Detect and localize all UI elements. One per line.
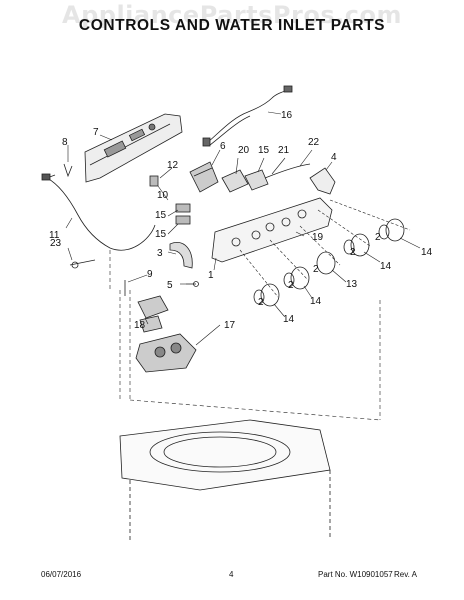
callout-22: 22 [308,137,320,148]
wire-harness [202,85,293,147]
callout-20: 20 [238,145,250,156]
callout-1: 1 [208,270,214,281]
footer-date: 06/07/2016 [41,570,82,579]
callout-23: 23 [50,238,62,249]
callout-16: 16 [281,110,293,121]
callout-4: 4 [331,152,337,163]
callout-14c: 14 [310,296,322,307]
callout-7: 7 [93,127,99,138]
console-back-panel [84,113,183,183]
console-front-panel [211,197,333,263]
cabinet-outline [109,250,381,421]
page-title: CONTROLS AND WATER INLET PARTS [78,17,386,34]
knobs [253,218,405,307]
control-board [189,161,219,193]
water-inlet-valves [221,163,311,193]
callout-2c: 2 [313,264,319,275]
callout-3: 3 [157,248,163,259]
callout-14a: 14 [421,247,433,258]
callout-17: 17 [224,320,236,331]
callout-13: 13 [346,279,358,290]
footer-revision: Rev. A [394,570,417,579]
callout-5: 5 [167,280,173,291]
leader-lines [65,111,421,346]
callout-6: 6 [220,141,226,152]
cord-clamp [63,163,73,178]
callout-19: 19 [312,232,324,243]
mounting-bracket [309,167,336,195]
footer-part-number: Part No. W10901057 [318,570,393,579]
water-valve [135,295,197,373]
callout-14b: 14 [380,261,392,272]
callout-15b: 15 [155,210,167,221]
callout-15a: 15 [258,145,270,156]
callout-12: 12 [167,160,179,171]
callout-14d: 14 [283,314,295,325]
callout-10: 10 [157,190,169,201]
callout-2b: 2 [350,247,356,258]
watermark: AppliancePartsPros.com [62,1,402,29]
callout-15c: 15 [155,229,167,240]
ground-wire [69,259,96,269]
cabinet-top [119,419,331,540]
callout-2a: 2 [375,232,381,243]
callout-2e: 2 [258,297,264,308]
screw [186,281,199,287]
callout-9: 9 [147,269,153,280]
knob-guide-lines [239,199,411,298]
callout-8: 8 [62,137,68,148]
footer-page-number: 4 [229,570,234,579]
small-fittings [149,175,191,225]
console-endcap [169,242,193,269]
power-cord [41,173,156,251]
callout-18: 18 [134,320,146,331]
callout-11: 11 [49,230,60,241]
callout-21: 21 [278,145,290,156]
callout-2d: 2 [288,280,294,291]
callout-numbers: 16 7 8 6 12 20 15 21 22 4 10 11 15 15 19… [49,110,433,331]
